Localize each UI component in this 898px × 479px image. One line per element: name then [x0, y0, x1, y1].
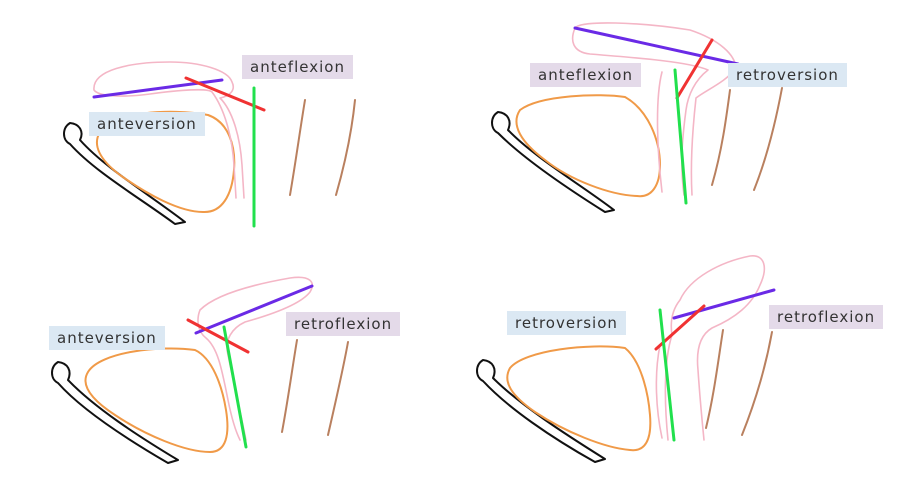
uterus: [93, 61, 245, 199]
rectum-wall-front: [281, 339, 298, 433]
rectum-wall-front: [289, 99, 306, 196]
label-anteflexion: anteflexion: [530, 63, 641, 87]
uterus: [197, 276, 314, 441]
label-retroflexion: retroflexion: [286, 312, 401, 336]
cervical-axis-line: [186, 318, 250, 354]
bladder: [84, 347, 229, 453]
label-retroversion: retroversion: [728, 63, 847, 87]
label-retroversion: retroversion: [507, 311, 626, 335]
label-anteversion: anteversion: [89, 112, 205, 136]
uterine-axis-line: [672, 288, 776, 320]
label-anteversion: anteversion: [49, 326, 165, 350]
uterus-lower-outline: [656, 71, 663, 193]
uterine-axis-line: [92, 78, 224, 99]
bladder: [515, 94, 661, 198]
uterine-axis-line: [573, 26, 740, 66]
panel-anteversion-anteflexion: [63, 61, 356, 228]
uterus-lower-outline: [655, 344, 663, 439]
label-anteflexion: anteflexion: [242, 55, 353, 79]
rectum-wall-back: [327, 341, 349, 436]
vaginal-axis-line: [658, 308, 676, 442]
rectum-wall-front: [711, 89, 731, 186]
rectum-wall-back: [741, 331, 773, 436]
label-retroflexion: retroflexion: [769, 305, 884, 329]
bladder: [506, 345, 652, 452]
cervical-axis-line: [675, 38, 714, 100]
rectum-wall-front: [705, 329, 724, 429]
rectum-wall-back: [335, 99, 356, 196]
panel-anteflexion-retroversion: [491, 22, 783, 213]
rectum-wall-back: [753, 87, 783, 191]
panel-retroversion-retroflexion: [476, 255, 776, 463]
panel-anteversion-retroflexion: [51, 276, 349, 464]
uterine-axis-line: [194, 284, 314, 335]
uterus: [571, 22, 737, 196]
uterus: [664, 255, 766, 441]
vaginal-axis-line: [673, 68, 688, 205]
cervical-axis-line: [184, 76, 266, 112]
pubic-bone: [63, 122, 186, 225]
pubic-bone: [491, 111, 615, 213]
pubic-bone: [51, 361, 179, 464]
vaginal-axis-line: [222, 325, 248, 449]
pubic-bone: [476, 359, 606, 463]
